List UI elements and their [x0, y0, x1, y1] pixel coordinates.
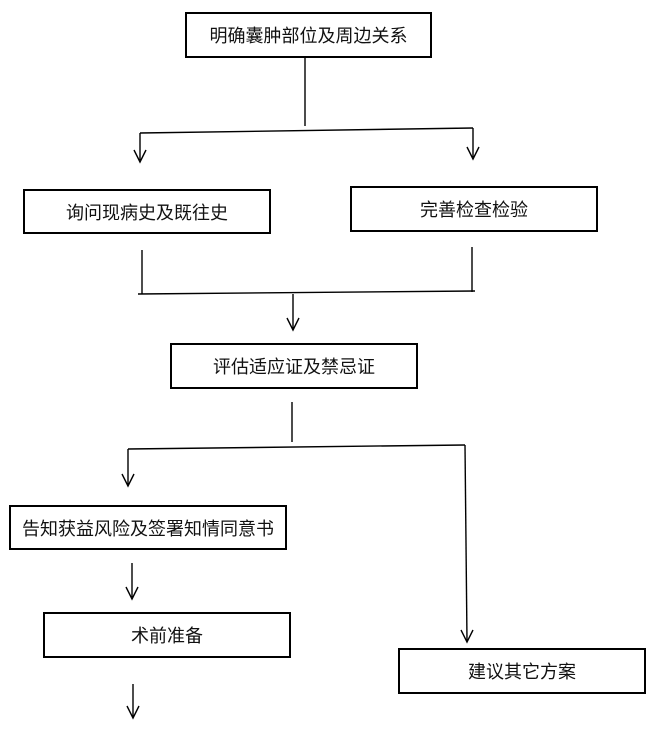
node-preop-prep: 术前准备: [43, 612, 291, 658]
arrowhead: [286, 317, 300, 332]
node-suggest-alternatives: 建议其它方案: [398, 648, 646, 694]
arrowhead: [460, 629, 474, 644]
node-ask-history: 询问现病史及既往史: [23, 189, 271, 234]
arrowhead: [126, 705, 140, 720]
connector-line: [139, 127, 474, 134]
arrowhead: [133, 149, 147, 164]
arrowhead: [121, 473, 135, 488]
connector-line: [127, 444, 466, 450]
node-clarify-location: 明确囊肿部位及周边关系: [185, 12, 432, 58]
arrowhead: [466, 146, 480, 161]
node-complete-exam: 完善检查检验: [350, 186, 598, 232]
arrowhead: [125, 586, 139, 601]
node-inform-consent: 告知获益风险及签署知情同意书: [9, 505, 287, 550]
node-assess-indications: 评估适应证及禁忌证: [170, 343, 418, 389]
connector-line: [464, 444, 468, 642]
connector-line: [137, 290, 476, 295]
